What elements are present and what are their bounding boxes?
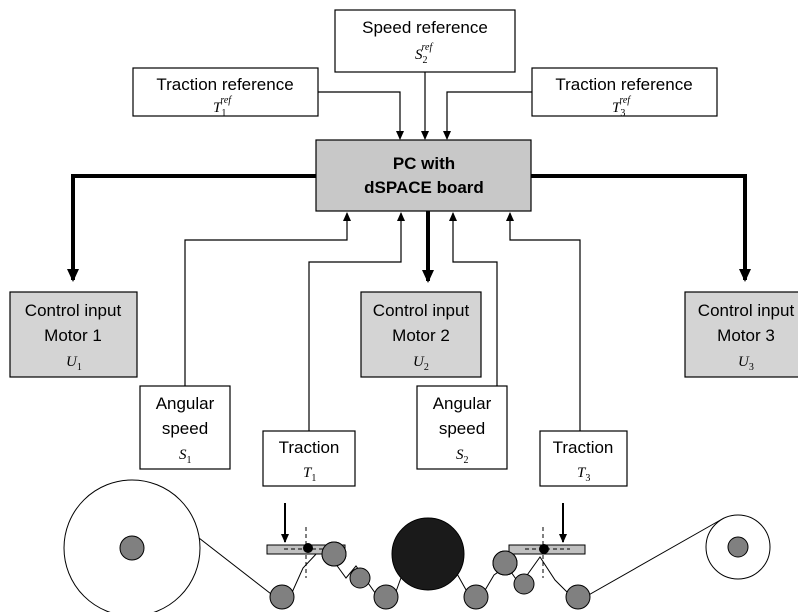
pc-dspace-box: PC with dSPACE board [315,139,532,212]
control-input-motor-3: Control input Motor 3 U3 [684,291,798,378]
motor-1-label-line2: Motor 1 [44,326,102,345]
motor-1-label-line1: Control input [25,301,122,320]
motor-1-symbol: U1 [66,354,82,373]
motor-2-symbol: U2 [413,354,429,373]
control-input-motor-2: Control input Motor 2 U2 [360,291,482,378]
sensor-feedback-connectors [184,212,581,431]
motor-2-label-line2: Motor 2 [392,326,450,345]
guide-roller [565,584,591,610]
angular-speed-2-feedback [449,212,498,386]
guide-roller [269,584,295,610]
reference-connectors [318,72,532,140]
motor-3-label-line2: Motor 3 [717,326,775,345]
pc-label-line2: dSPACE board [364,178,484,197]
winder-core [727,536,749,558]
angular-speed-1-box: Angular speed S1 [139,385,231,470]
traction-reference-3-symbol: T3ref [612,95,631,119]
dancer-3 [492,503,586,578]
angular-speed-2-label-line2: speed [439,419,485,438]
speed-reference-box: Speed reference S2ref [334,9,516,73]
motor-2-label-line1: Control input [373,301,470,320]
traction-reference-3-label: Traction reference [555,75,692,94]
angular-speed-1-label-line2: speed [162,419,208,438]
control-input-motor-1: Control input Motor 1 U1 [9,291,138,378]
angular-speed-1-label-line1: Angular [156,394,215,413]
traction-3-label: Traction [553,438,614,457]
pc-label-line1: PC with [393,154,455,173]
angular-speed-2-label-line1: Angular [433,394,492,413]
control-output-connectors [67,174,751,283]
motor-1-output-arrow [67,174,316,282]
angular-speed-1-symbol: S1 [179,447,192,466]
motor-3-symbol: U3 [738,354,754,373]
traction-1-feedback [308,212,405,431]
traction-1-box: Traction T1 [262,430,356,487]
guide-roller [349,567,371,589]
traction-ref-3-arrow [443,91,532,140]
traction-3-symbol: T3 [577,465,590,484]
unwinder-core [119,535,145,561]
traction-3-feedback [506,212,581,431]
speed-reference-symbol: S2ref [415,42,433,66]
motor-3-output-arrow [531,174,751,282]
dancer-1 [266,503,347,578]
traction-reference-3-box: Traction reference T3ref [531,67,718,119]
angular-speed-2-symbol: S2 [456,447,469,466]
traction-ref-1-arrow [318,91,404,140]
motor-3-label-line1: Control input [698,301,795,320]
traction-1-symbol: T1 [303,465,316,484]
guide-roller [373,584,399,610]
traction-1-label: Traction [279,438,340,457]
traction-reference-1-symbol: T1ref [213,95,232,119]
guide-roller [463,584,489,610]
angular-speed-1-feedback [184,212,351,386]
speed-reference-label: Speed reference [362,18,488,37]
traction-reference-1-box: Traction reference T1ref [132,67,319,119]
traction-3-box: Traction T3 [539,430,628,487]
guide-roller [513,573,535,595]
angular-speed-2-box: Angular speed S2 [416,385,508,470]
web-transport-system [63,479,771,612]
drive-roll [391,517,465,591]
traction-reference-1-label: Traction reference [156,75,293,94]
